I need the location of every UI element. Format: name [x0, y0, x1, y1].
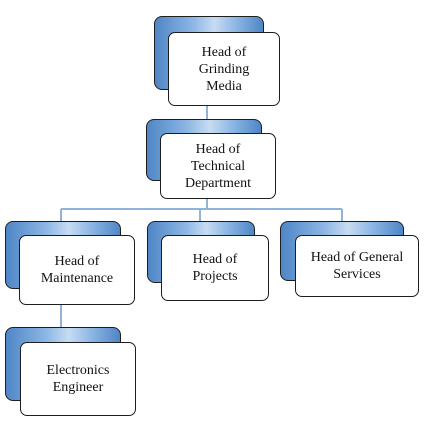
- node-electronics-engineer-box: Electronics Engineer: [20, 342, 136, 416]
- node-general-services-box: Head of General Services: [295, 235, 419, 297]
- node-maintenance-box: Head of Maintenance: [19, 235, 135, 305]
- node-grinding-media-box: Head of Grinding Media: [168, 32, 280, 106]
- node-electronics-engineer: Electronics Engineer: [5, 327, 136, 417]
- node-technical-department: Head of Technical Department: [146, 119, 276, 199]
- node-projects-box: Head of Projects: [161, 235, 269, 301]
- node-grinding-media: Head of Grinding Media: [154, 16, 280, 108]
- node-maintenance-label: Head of Maintenance: [40, 254, 114, 286]
- node-projects-label: Head of Projects: [192, 252, 238, 284]
- node-general-services-label: Head of General Services: [310, 250, 404, 282]
- node-maintenance: Head of Maintenance: [5, 221, 135, 305]
- node-electronics-engineer-label: Electronics Engineer: [46, 363, 110, 395]
- node-general-services: Head of General Services: [280, 221, 419, 297]
- node-projects: Head of Projects: [147, 221, 269, 301]
- node-technical-department-box: Head of Technical Department: [160, 133, 276, 199]
- node-technical-department-label: Head of Technical Department: [184, 141, 252, 191]
- node-grinding-media-label: Head of Grinding Media: [198, 44, 250, 94]
